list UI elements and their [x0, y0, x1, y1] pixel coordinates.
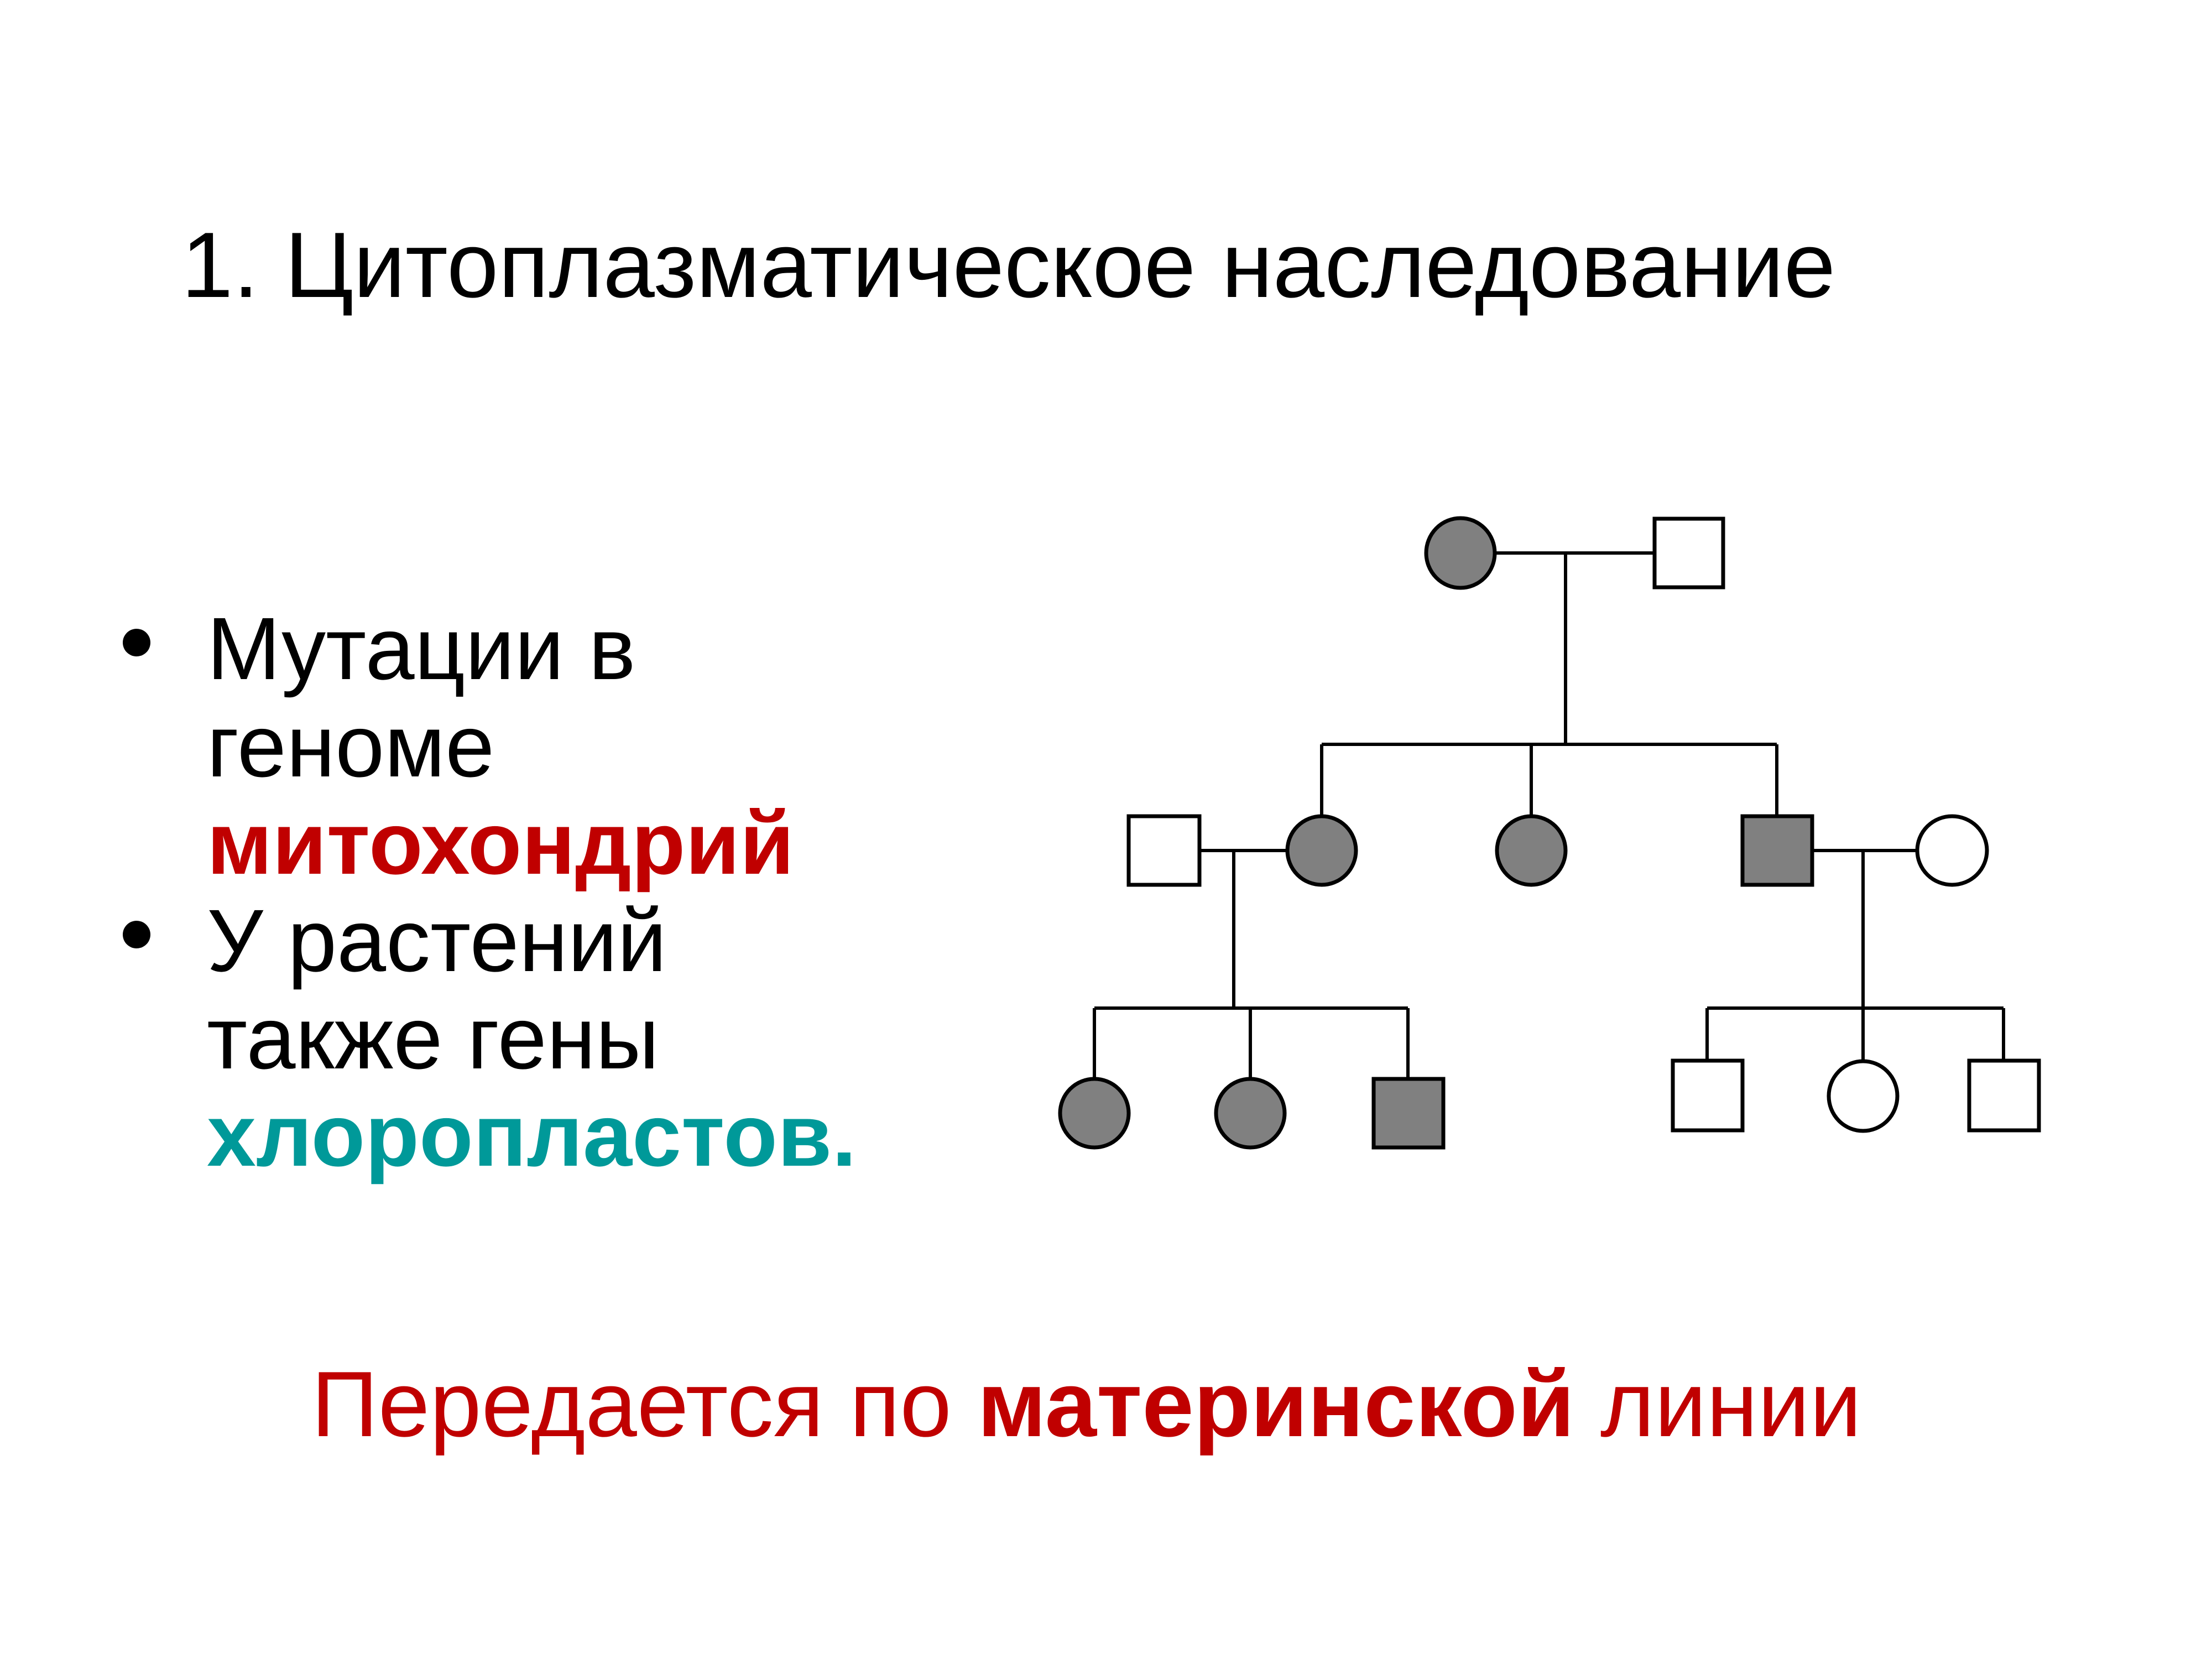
bullet-text-line: Мутации в: [207, 599, 636, 698]
bullet-dot-icon: [123, 629, 150, 656]
pedigree-lines: [1093, 551, 2005, 1079]
female-affected-icon: [1285, 814, 1358, 887]
female-unaffected-icon: [1915, 814, 1989, 887]
highlight-chloroplasts: хлоропластов.: [207, 1086, 857, 1185]
bullet-text-line: У растений: [207, 891, 667, 990]
footer-text-after: линии: [1600, 1352, 1862, 1456]
male-unaffected-icon: [1652, 517, 1725, 589]
male-affected-icon: [1371, 1077, 1446, 1150]
female-affected-icon: [1495, 814, 1568, 887]
male-affected-icon: [1740, 814, 1814, 887]
female-unaffected-icon: [1827, 1059, 1900, 1133]
bullet-mitochondria: Мутации в геноме митохондрий: [122, 600, 857, 892]
bullet-list: Мутации в геноме митохондрий У растений …: [122, 600, 857, 1184]
female-affected-icon: [1214, 1077, 1287, 1150]
footer-text-before: Передается по: [311, 1352, 952, 1456]
slide-title: 1. Цитоплазматическое наследование: [181, 213, 1836, 317]
highlight-mitochondria: митохондрий: [207, 794, 795, 893]
bullet-text-line: также гены: [207, 988, 660, 1087]
bullet-dot-icon: [123, 921, 150, 948]
female-affected-icon: [1058, 1077, 1131, 1150]
male-unaffected-icon: [1967, 1058, 2041, 1133]
footer-statement: Передается по материнской линии: [311, 1358, 1861, 1451]
male-unaffected-icon: [1126, 814, 1202, 887]
male-unaffected-icon: [1671, 1058, 1745, 1133]
bullet-chloroplasts: У растений также гены хлоропластов.: [122, 892, 857, 1184]
bullet-text-line: геноме: [207, 696, 495, 795]
footer-text-bold: материнской: [977, 1352, 1575, 1456]
female-affected-icon: [1424, 516, 1497, 590]
